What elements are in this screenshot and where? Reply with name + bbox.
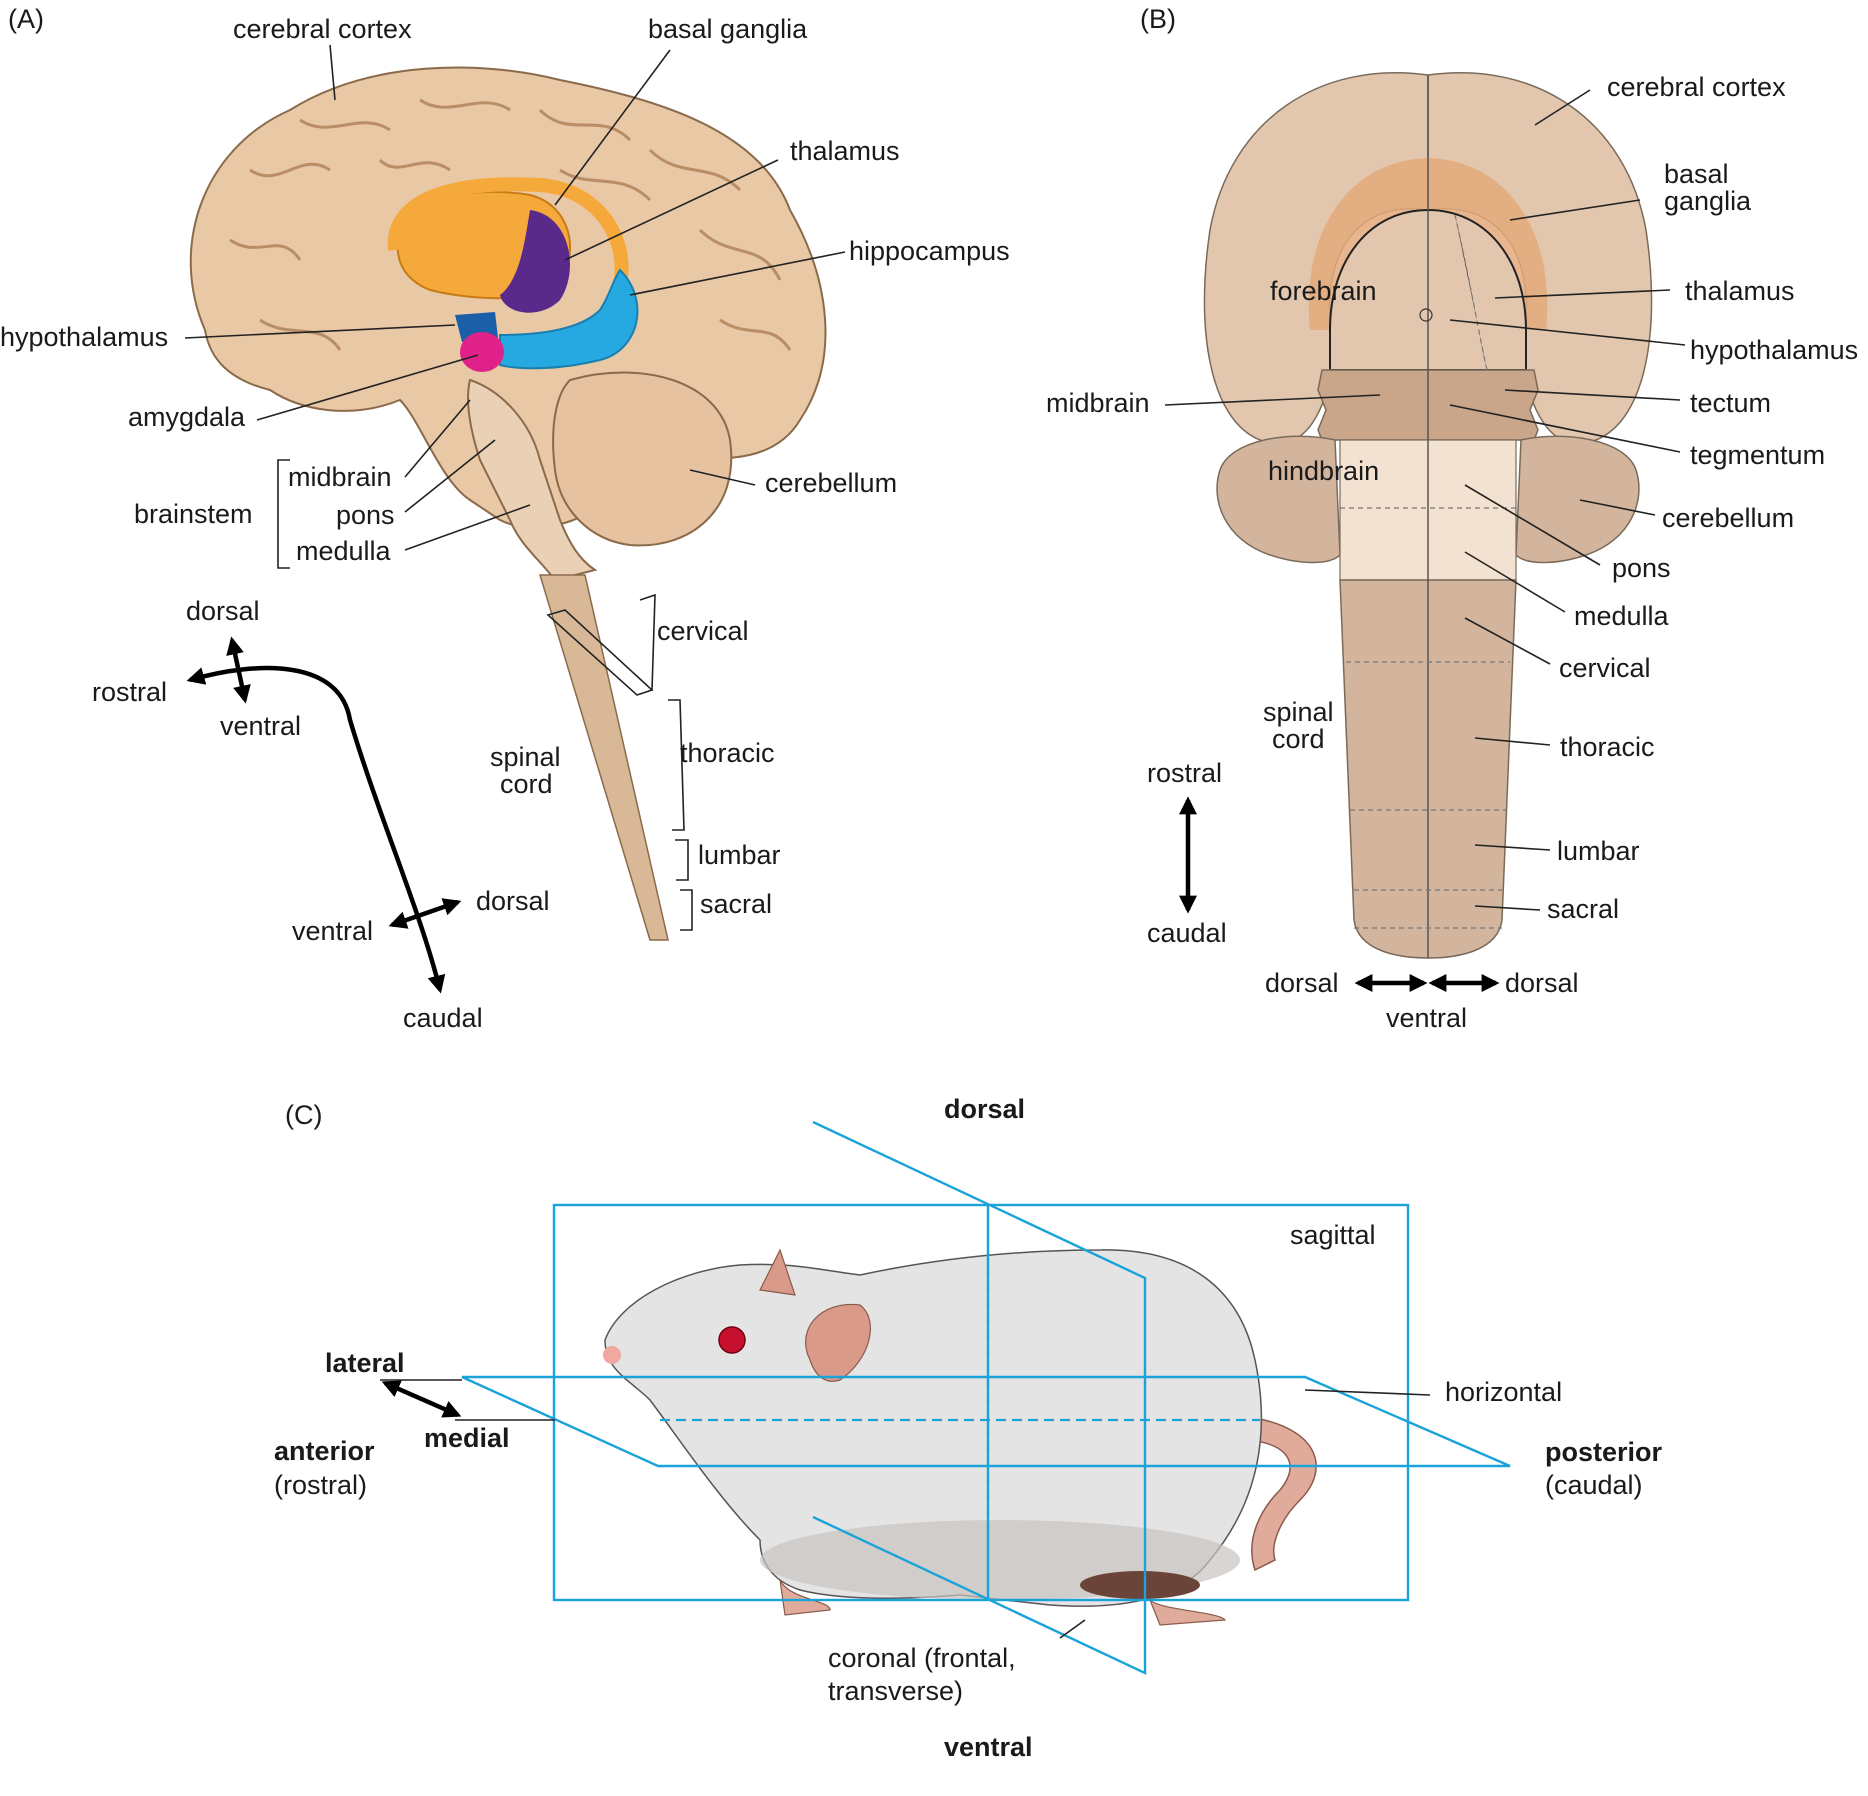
panel-b-leader-lines (1164, 89, 1686, 911)
horizontal-plane (461, 1375, 1511, 1468)
a-axis-ventral-bottom: ventral (292, 916, 373, 946)
c-label-horizontal: horizontal (1445, 1377, 1562, 1407)
a-axis-dorsal-bottom: dorsal (476, 886, 550, 916)
sagittal-plane (552, 1203, 1410, 1602)
b-label-thalamus: thalamus (1685, 276, 1795, 306)
a-label-cervical: cervical (657, 616, 749, 646)
panel-a-orientation-arrows (186, 636, 462, 994)
b-axis-rostral: rostral (1147, 758, 1222, 788)
a-label-spinal: spinal (490, 742, 561, 772)
b-label-cerebral-cortex: cerebral cortex (1607, 72, 1786, 102)
a-label-hypothalamus: hypothalamus (0, 322, 168, 352)
c-label-anterior: anterior (274, 1436, 375, 1466)
rat-nose (603, 1346, 621, 1364)
c-label-lateral: lateral (325, 1348, 405, 1378)
panel-b-orientation-arrows (1179, 796, 1500, 992)
b-label-basal: basal (1664, 159, 1729, 189)
b-axis-caudal: caudal (1147, 918, 1227, 948)
c-label-coronal-2: transverse) (828, 1676, 963, 1706)
b-label-spinal: spinal (1263, 697, 1334, 727)
b-label-medulla: medulla (1574, 601, 1670, 631)
coronal-plane (812, 1120, 1147, 1675)
left-cerebellum (1216, 435, 1341, 564)
a-label-amygdala: amygdala (128, 402, 246, 432)
b-label-hypothalamus: hypothalamus (1690, 335, 1858, 365)
a-axis-ventral-top: ventral (220, 711, 301, 741)
a-label-lumbar: lumbar (698, 840, 781, 870)
a-axis-caudal: caudal (403, 1003, 483, 1033)
a-label-thoracic: thoracic (680, 738, 775, 768)
panel-a: (A) (0, 4, 1010, 1033)
b-label-hindbrain: hindbrain (1268, 456, 1379, 486)
b-label-tectum: tectum (1690, 388, 1771, 418)
b-label-cervical: cervical (1559, 653, 1651, 683)
b-label-thoracic: thoracic (1560, 732, 1655, 762)
spinal-cord-column (538, 574, 669, 941)
c-label-ventral: ventral (944, 1732, 1033, 1762)
right-cerebellum (1515, 435, 1640, 564)
c-label-dorsal: dorsal (944, 1094, 1025, 1124)
b-label-ganglia: ganglia (1664, 186, 1752, 216)
panel-c-leader-lines (380, 1379, 1431, 1639)
rat-illustration (603, 1248, 1317, 1626)
a-axis-rostral: rostral (92, 677, 167, 707)
segment-dividers (1340, 214, 1516, 929)
c-label-sagittal: sagittal (1290, 1220, 1376, 1250)
panel-c-tag: (C) (285, 1100, 322, 1130)
b-label-midbrain: midbrain (1046, 388, 1150, 418)
b-label-cord: cord (1272, 724, 1325, 754)
rat-body (604, 1249, 1263, 1607)
anatomical-planes (461, 1120, 1511, 1675)
basal-ganglia-band (1308, 158, 1548, 330)
a-label-sacral: sacral (700, 889, 772, 919)
amygdala-shape (460, 332, 504, 372)
panel-c: (C) (274, 1094, 1663, 1762)
rat-belly-patch (1080, 1571, 1200, 1599)
a-label-basal-ganglia: basal ganglia (648, 14, 808, 44)
panel-b-tag: (B) (1140, 4, 1176, 34)
b-axis-dorsal-left: dorsal (1265, 968, 1339, 998)
cortex-folds (229, 98, 792, 351)
a-label-cord: cord (500, 769, 553, 799)
cerebellum-shape (552, 371, 733, 547)
b-axis-ventral: ventral (1386, 1003, 1467, 1033)
thalamus-shape (500, 210, 570, 313)
a-axis-dorsal-top: dorsal (186, 596, 260, 626)
rat-near-ear (805, 1303, 871, 1382)
a-label-medulla: medulla (296, 536, 392, 566)
panel-a-tag: (A) (8, 4, 44, 34)
b-axis-dorsal-right: dorsal (1505, 968, 1579, 998)
brain-dorsal-illustration (1203, 71, 1653, 959)
b-label-pons: pons (1612, 553, 1671, 583)
c-label-medial: medial (424, 1423, 510, 1453)
c-label-coronal-1: coronal (frontal, (828, 1643, 1016, 1673)
b-label-forebrain: forebrain (1270, 276, 1377, 306)
c-label-caudal: (caudal) (1545, 1470, 1643, 1500)
a-label-midbrain: midbrain (288, 462, 392, 492)
lateral-medial-arrow (381, 1380, 462, 1418)
panel-b: (B) (1046, 4, 1858, 1033)
pineal-circle (1419, 308, 1433, 322)
a-label-cerebral-cortex: cerebral cortex (233, 14, 412, 44)
b-label-cerebellum: cerebellum (1662, 503, 1794, 533)
b-label-lumbar: lumbar (1557, 836, 1640, 866)
a-label-hippocampus: hippocampus (849, 236, 1010, 266)
a-label-pons: pons (336, 500, 395, 530)
b-label-sacral: sacral (1547, 894, 1619, 924)
rat-eye (718, 1326, 746, 1354)
a-label-thalamus: thalamus (790, 136, 900, 166)
a-label-brainstem: brainstem (134, 499, 253, 529)
c-label-rostral: (rostral) (274, 1470, 367, 1500)
c-label-posterior: posterior (1545, 1437, 1663, 1467)
panel-a-leader-lines (184, 44, 846, 931)
hippocampus-shape (499, 268, 639, 370)
b-label-tegmentum: tegmentum (1690, 440, 1825, 470)
a-label-cerebellum: cerebellum (765, 468, 897, 498)
brain-sagittal-illustration (189, 66, 827, 941)
rat-far-ear (759, 1248, 796, 1296)
